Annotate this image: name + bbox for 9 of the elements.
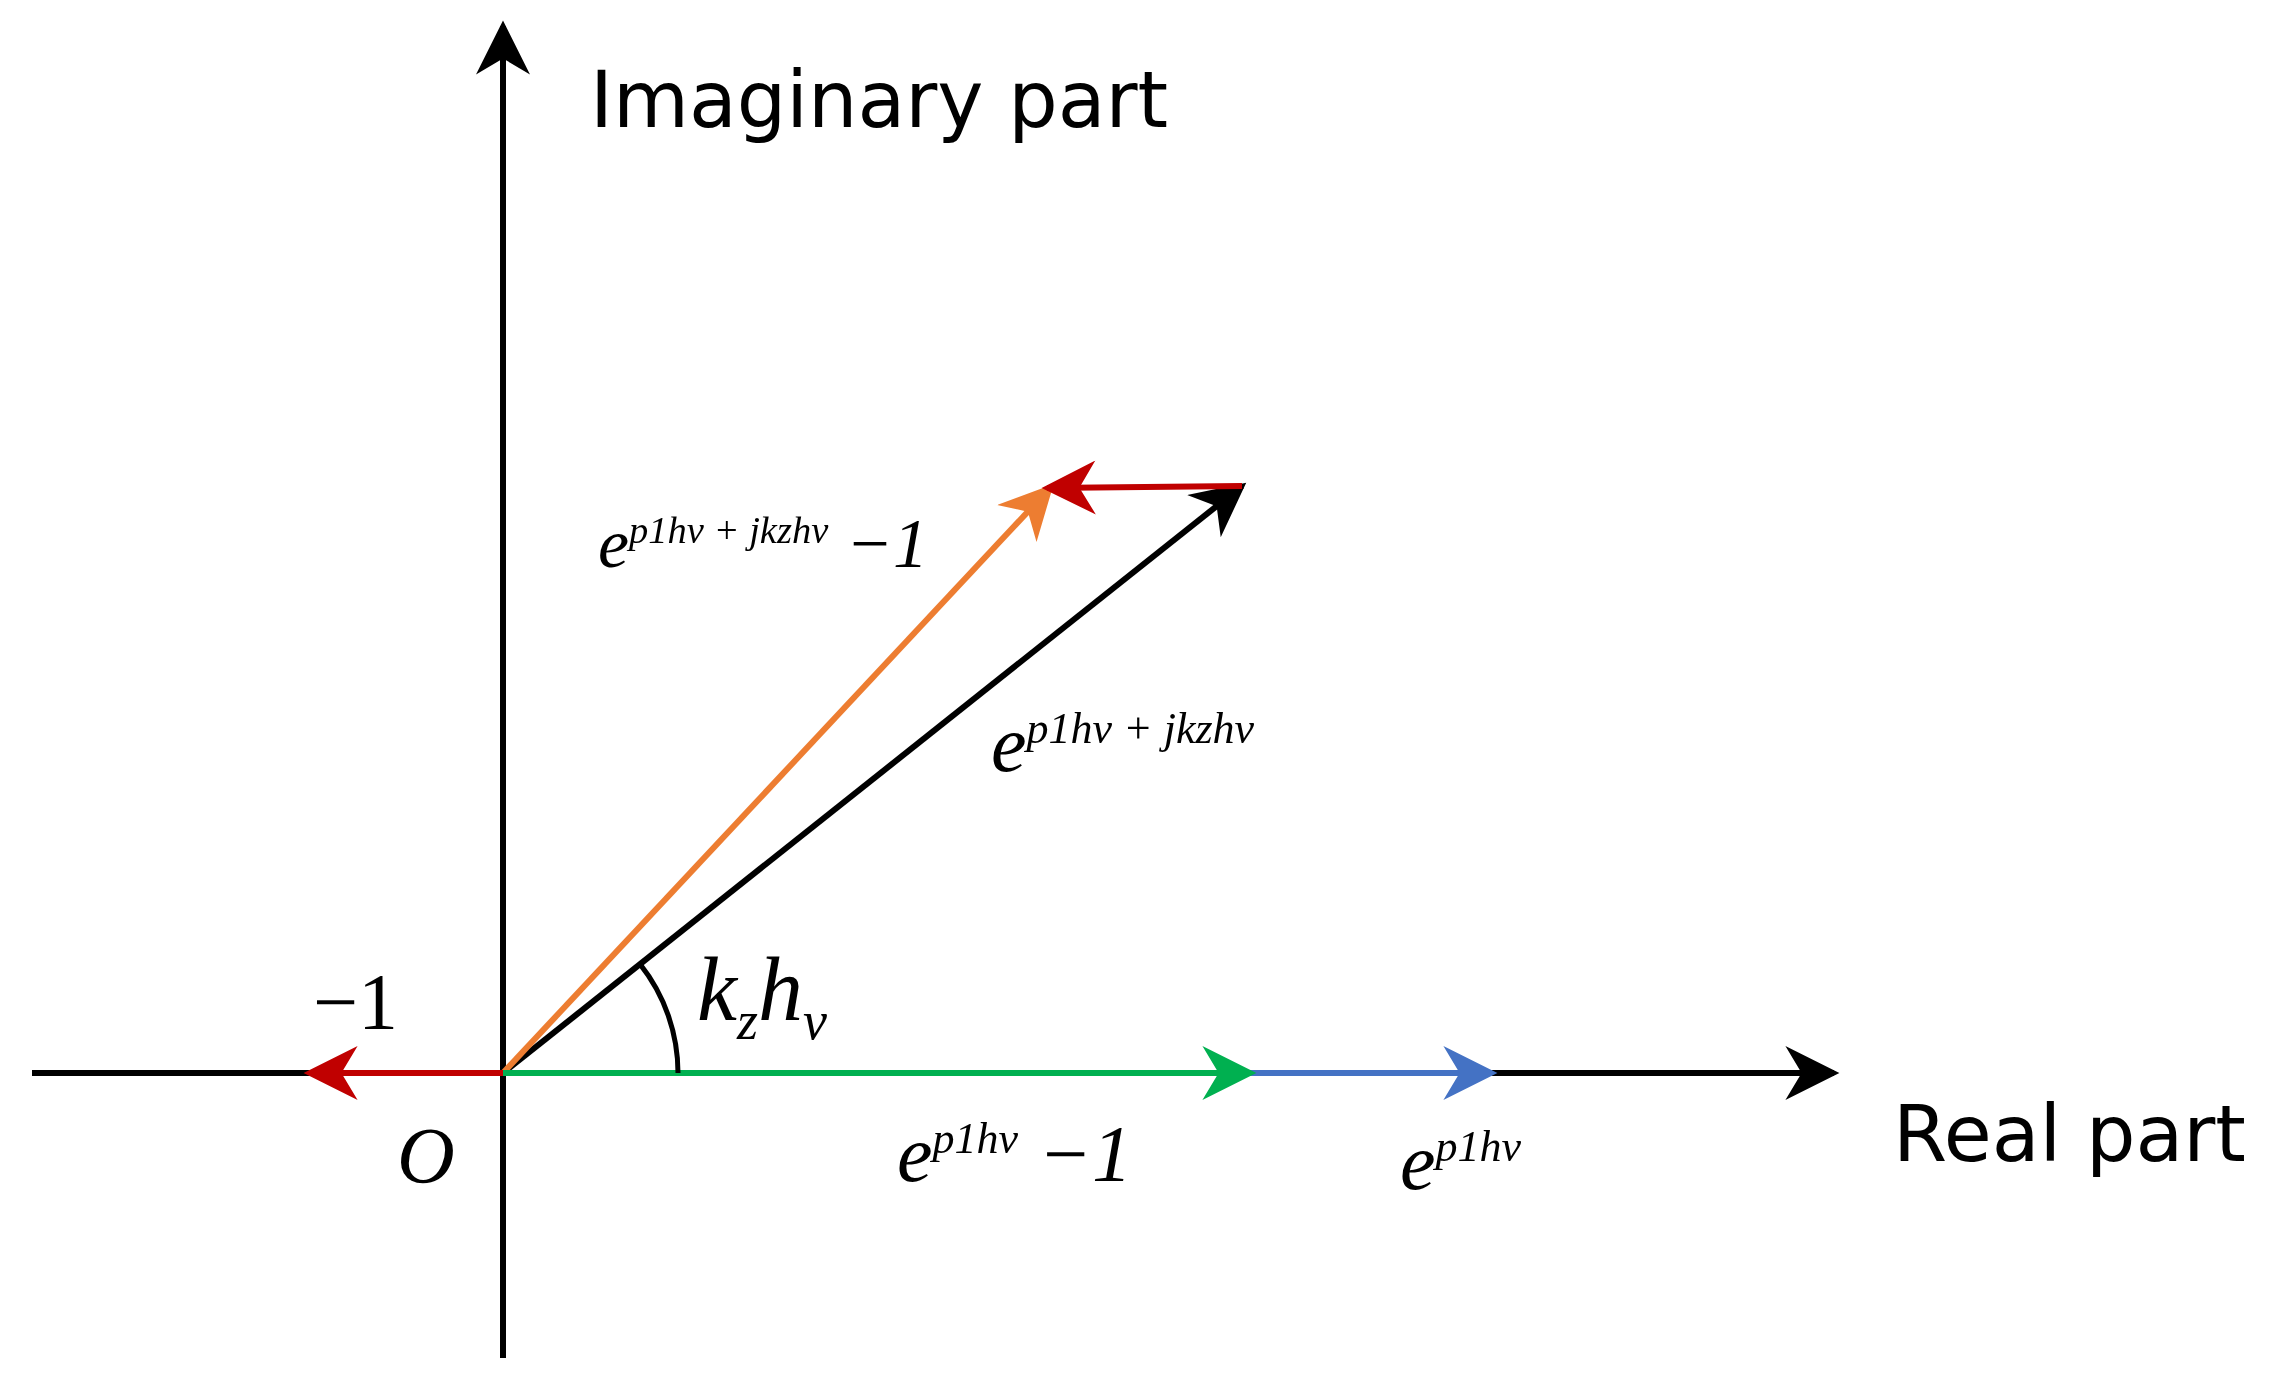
vector-label: e$^{p1hv + jkzhv}$ −1 — [598, 505, 928, 582]
axis-label: Imaginary part — [590, 58, 1169, 144]
axis-label: Real part — [1893, 1092, 2246, 1178]
value-label: −1 — [313, 958, 399, 1046]
vector-label: e$^{p1hv}$ −1 — [897, 1110, 1133, 1198]
vector-label: e$^{p1hv}$ — [1400, 1118, 1522, 1206]
vector-label: e$^{p1hv + jkzhv}$ — [991, 700, 1255, 788]
angle-label: k$_{z}$h$_{v}$ — [697, 940, 827, 1052]
origin-label: O — [397, 1112, 455, 1200]
